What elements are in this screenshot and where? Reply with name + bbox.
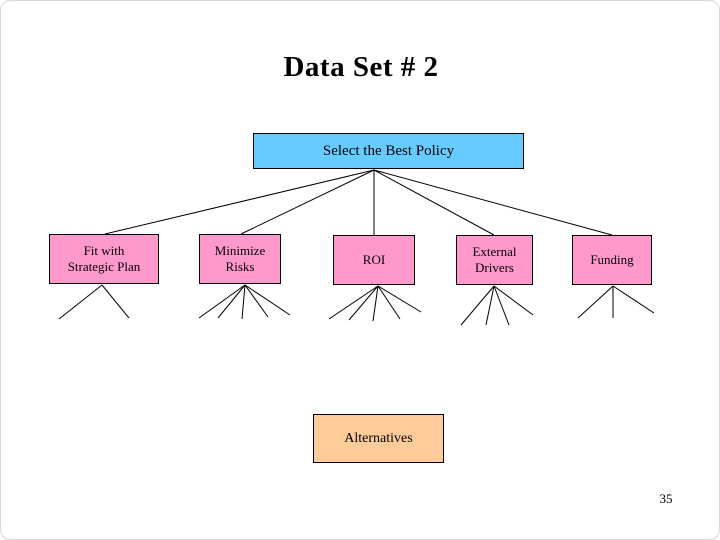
node-criterion-fit-with-strategic-plan: Fit with Strategic Plan: [49, 234, 159, 284]
slide-title: Data Set # 2: [283, 51, 439, 83]
subfan-fit-with-strategic-plan: [58, 284, 130, 320]
node-criterion-funding: Funding: [572, 235, 652, 285]
node-criterion-minimize-risks: Minimize Risks: [199, 234, 281, 284]
goal-to-criteria-lines: [104, 169, 613, 236]
subfan-funding: [577, 285, 655, 319]
node-goal-select-best-policy: Select the Best Policy: [253, 133, 524, 169]
subfan-roi: [328, 285, 422, 322]
node-criterion-external-drivers: External Drivers: [456, 235, 533, 285]
node-criterion-roi: ROI: [333, 235, 415, 285]
subfan-external-drivers: [460, 285, 534, 326]
page-number: 35: [659, 491, 673, 506]
node-alternatives: Alternatives: [313, 414, 444, 463]
subfan-minimize-risks: [198, 284, 291, 320]
